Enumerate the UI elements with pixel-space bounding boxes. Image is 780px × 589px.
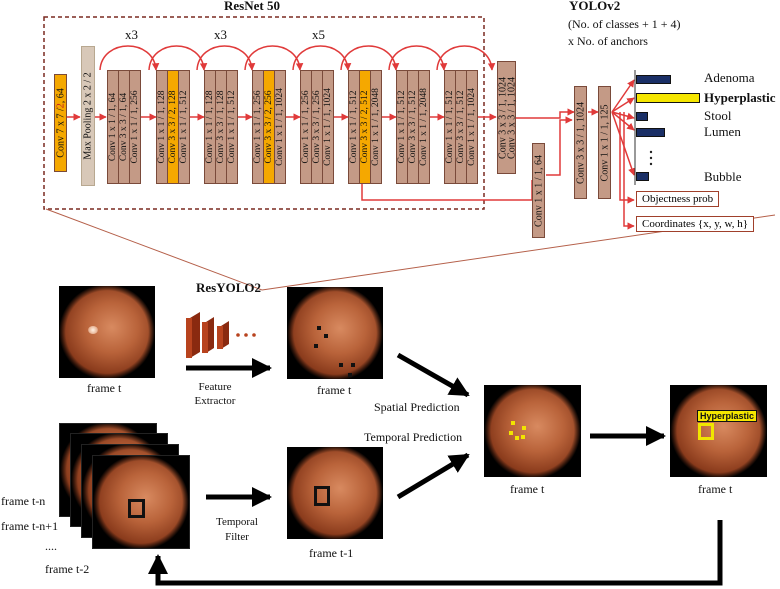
- stack-frame-front: [92, 455, 190, 549]
- yolo-conv-label: Conv 3 x 3 / 1, 1024: [506, 76, 517, 159]
- conv-layer-label: Conv 3 x 3 / 1, 512: [408, 90, 418, 164]
- conv-layer-label: Conv 1 x 1 / 1, 512: [227, 90, 237, 164]
- feature-extractor-icon: [186, 312, 256, 358]
- previous-frame-image: [287, 447, 383, 539]
- yolo-note-line1: (No. of classes + 1 + 4): [568, 17, 681, 31]
- yolo-conv-1x1: Conv 1 x 1 / 1, 125: [598, 86, 611, 199]
- stack-label: frame t-n+1: [1, 519, 59, 533]
- yolo-conv-3x3-label: Conv 3 x 3 / 1, 1024: [575, 101, 586, 184]
- stack-label: ....: [45, 539, 57, 553]
- conv-layer-label: Conv 1 x 1 / 1, 2048: [419, 88, 429, 166]
- resnet-flow-arrows: [66, 45, 636, 230]
- conv-layer-label: Conv 1 x 1 / 1, 512: [445, 90, 455, 164]
- conv-layer-label: Conv 1 x 1 / 1, 256: [130, 90, 140, 164]
- yolo-conv-3x3: Conv 3 x 3 / 1, 1024: [574, 86, 587, 199]
- input-frame-image: [59, 286, 155, 378]
- conv-layer-label: Conv 3 x 3 / 2, 256: [264, 90, 274, 164]
- repeat-label: x5: [312, 27, 325, 42]
- yolo-title: YOLOv2: [569, 0, 621, 13]
- conv-layer-label: Conv 3 x 3 / 1, 512: [456, 90, 466, 164]
- class-label-hyperplastic: Hyperplastic: [704, 90, 776, 105]
- lumen-score-bar: [636, 128, 665, 137]
- repeat-label: x3: [214, 27, 227, 42]
- input-frame-caption: frame t: [87, 381, 122, 395]
- conv-layer-label: Conv 1 x 1 / 1, 1024: [467, 88, 477, 166]
- feature-frame-caption: frame t: [317, 383, 352, 397]
- conv-layer-label: Conv 3 x 3 / 1, 128: [216, 90, 226, 164]
- pooling-label: Max Pooling 2 x 2 / 2: [82, 72, 94, 160]
- temporal-prediction-label: Temporal Prediction: [364, 430, 463, 444]
- class-label-lumen: Lumen: [704, 124, 741, 139]
- output-frame-caption: frame t: [698, 482, 733, 496]
- conv-layer: Conv 1 x 1 / 1, 2048: [418, 70, 430, 184]
- resnet-dashed-box: [43, 16, 485, 210]
- temporal-filter-label-line2: Filter: [225, 531, 249, 543]
- hyperplastic-score-bar: [636, 93, 700, 103]
- conv-layer-label: Conv 1 x 1 / 1, 256: [253, 90, 263, 164]
- output-frame-image: [670, 385, 767, 477]
- conv-layer-label: Conv 1 x 1 / 1, 64: [108, 92, 118, 162]
- fused-frame-image: [484, 385, 581, 477]
- yolo-conv-pair: Conv 3 x 3 / 1, 1024 Conv 3 x 3 / 1, 102…: [497, 61, 517, 174]
- pooling-block: Max Pooling 2 x 2 / 2: [81, 46, 95, 186]
- spatial-prediction-label: Spatial Prediction: [374, 400, 460, 414]
- conv-layer: Conv 1 x 1 / 1, 2048: [370, 70, 382, 184]
- feature-extractor-label-line2: Extractor: [194, 395, 236, 407]
- conv-layer-label: Conv 1 x 1 / 1, 512: [397, 90, 407, 164]
- temporal-filter-label-line1: Temporal: [216, 516, 258, 528]
- conv-layer-label: Conv 3 x 3 / 2, 128: [168, 90, 178, 164]
- detection-class-tag: Hyperplastic: [697, 410, 758, 422]
- objectness-box: Objectness prob: [636, 191, 720, 207]
- adenoma-score-bar: [636, 75, 671, 84]
- conv-layer: Conv 1 x 1 / 1, 256: [129, 70, 141, 184]
- conv1-label: Conv 7 x 7 /2, 64: [55, 88, 66, 158]
- feature-extractor-label-line1: Feature: [198, 381, 232, 393]
- resnet-title: ResNet 50: [224, 0, 280, 13]
- conv-layer-label: Conv 1 x 1 / 1, 2048: [371, 88, 381, 166]
- conv1-block: Conv 7 x 7 /2, 64: [54, 74, 67, 172]
- conv-layer-label: Conv 1 x 1 / 1, 256: [301, 90, 311, 164]
- class-label-stool: Stool: [704, 108, 732, 123]
- stack-label: frame t-n: [1, 494, 46, 508]
- conv-layer-label: Conv 1 x 1 / 1, 512: [179, 90, 189, 164]
- conv-layer-label: Conv 3 x 3 / 1, 64: [119, 92, 129, 162]
- conv-layer: Conv 1 x 1 / 1, 1024: [322, 70, 334, 184]
- fused-frame-caption: frame t: [510, 482, 545, 496]
- conv-layer: Conv 1 x 1 / 1, 1024: [466, 70, 478, 184]
- yolo-skip-conv: Conv 1 x 1 / 1, 64: [532, 143, 545, 238]
- conv-layer: Conv 1 x 1 / 1, 1024: [274, 70, 286, 184]
- conv-layer-label: Conv 3 x 3 / 1, 256: [312, 90, 322, 164]
- class-label-bubble: Bubble: [704, 169, 742, 184]
- conv-layer-label: Conv 1 x 1 / 1, 1024: [323, 88, 333, 166]
- pipeline-arrows: [148, 352, 723, 586]
- yolo-skip-label: Conv 1 x 1 / 1, 64: [533, 154, 544, 227]
- conv-layer-label: Conv 1 x 1 / 1, 512: [349, 90, 359, 164]
- conv-layer-label: Conv 1 x 1 / 1, 1024: [275, 88, 285, 166]
- conv-layer-label: Conv 3 x 3 / 2, 512: [360, 90, 370, 164]
- stack-label: frame t-2: [45, 562, 90, 576]
- feature-frame-image: [287, 287, 383, 379]
- yolo-note-line2: x No. of anchors: [568, 34, 648, 48]
- class-label-adenoma: Adenoma: [704, 70, 755, 85]
- yolo-conv-1x1-label: Conv 1 x 1 / 1, 125: [599, 104, 610, 181]
- repeat-label: x3: [125, 27, 138, 42]
- resyolo-title: ResYOLO2: [196, 280, 261, 295]
- conv-layer: Conv 1 x 1 / 1, 512: [178, 70, 190, 184]
- previous-frame-caption: frame t-1: [309, 546, 354, 560]
- conv-layer-label: Conv 1 x 1 / 1, 128: [157, 90, 167, 164]
- bubble-score-bar: [636, 172, 649, 181]
- conv-layer-label: Conv 1 x 1 / 1, 128: [205, 90, 215, 164]
- coordinates-box: Coordinates {x, y, w, h}: [636, 216, 754, 232]
- stool-score-bar: [636, 112, 648, 121]
- conv-layer: Conv 1 x 1 / 1, 512: [226, 70, 238, 184]
